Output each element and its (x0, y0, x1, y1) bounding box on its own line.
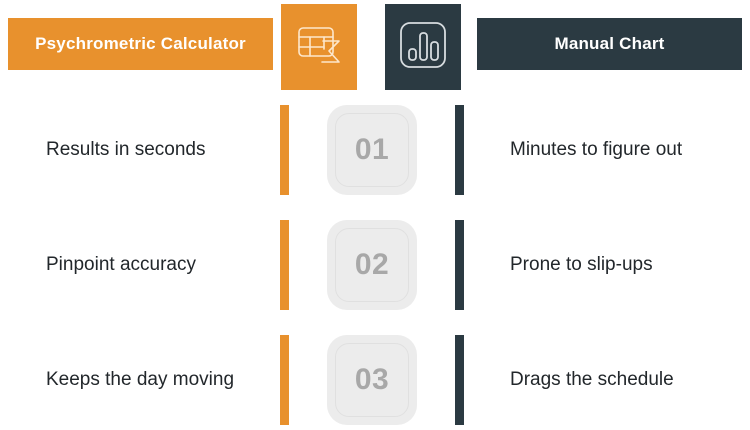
step-number: 03 (354, 363, 390, 396)
icon-tile-right (385, 4, 461, 90)
divider-orange (280, 220, 289, 310)
row-left-text: Pinpoint accuracy (46, 254, 196, 275)
row-right-text: Minutes to figure out (510, 139, 683, 160)
comparison-row: Results in seconds 01 Minutes to figure … (0, 105, 750, 195)
row-left-text: Results in seconds (46, 139, 206, 160)
spreadsheet-sigma-icon (293, 19, 345, 76)
row-right-text: Drags the schedule (510, 369, 674, 390)
comparison-row: Pinpoint accuracy 02 Prone to slip-ups (0, 220, 750, 310)
divider-dark (455, 105, 464, 195)
divider-dark (455, 335, 464, 425)
divider-dark (455, 220, 464, 310)
step-number: 01 (354, 133, 390, 166)
icon-tile-left (281, 4, 357, 90)
header-bar-right: Manual Chart (477, 18, 742, 70)
step-number: 02 (354, 248, 390, 281)
step-badge: 03 (327, 335, 417, 425)
header-title-left: Psychrometric Calculator (35, 34, 246, 53)
comparison-row: Keeps the day moving 03 Drags the schedu… (0, 335, 750, 425)
divider-orange (280, 105, 289, 195)
header-title-right: Manual Chart (554, 34, 665, 53)
step-badge: 02 (327, 220, 417, 310)
row-right-text: Prone to slip-ups (510, 254, 653, 275)
header: Psychrometric Calculator (0, 0, 750, 96)
header-bar-left: Psychrometric Calculator (8, 18, 273, 70)
divider-orange (280, 335, 289, 425)
row-left-text: Keeps the day moving (46, 369, 235, 390)
step-badge: 01 (327, 105, 417, 195)
bar-chart-icon (395, 17, 451, 78)
